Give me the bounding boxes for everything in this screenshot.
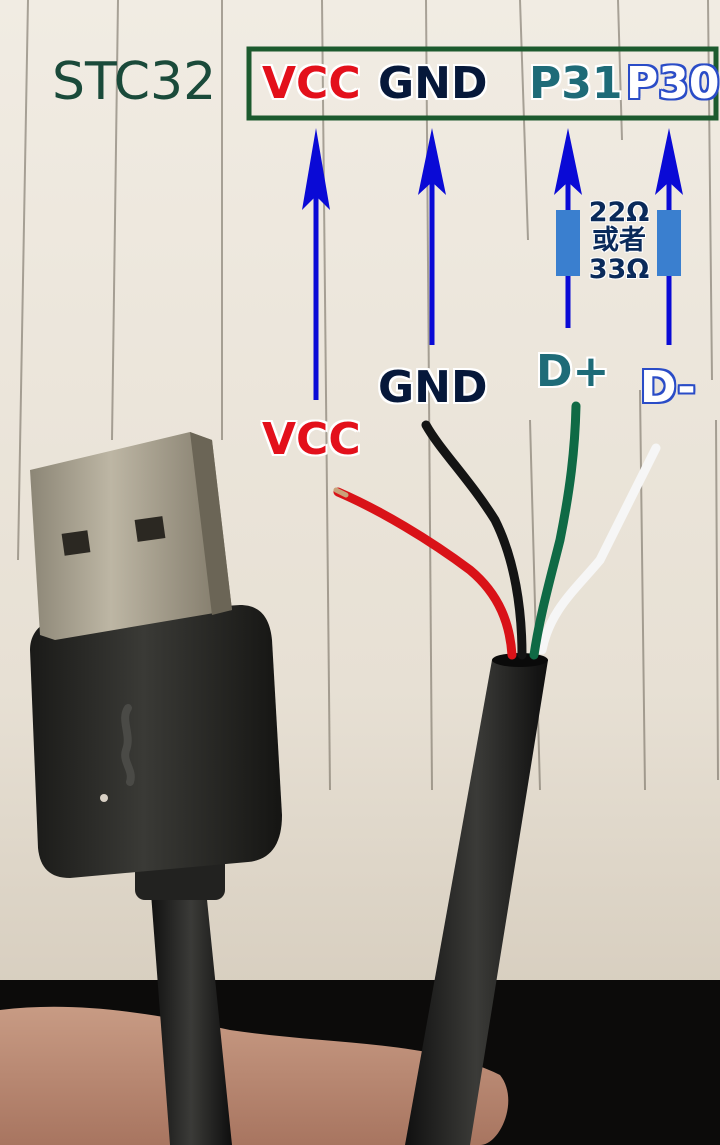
plug-cable: [150, 880, 232, 1145]
resistor-value-line1: 22Ω: [588, 197, 650, 228]
resistor-value-line2: 或者: [592, 225, 646, 257]
hand: [0, 1006, 509, 1145]
wire-label-vcc: VCC: [262, 414, 361, 465]
arrow-dplus-head: [554, 128, 582, 195]
wire-label-dminus: D-: [640, 362, 696, 413]
usb-logo: [121, 704, 135, 786]
pin-label-p31: P31: [529, 58, 623, 109]
pin-label-vcc: VCC: [262, 58, 361, 109]
arrow-dminus-head: [655, 128, 683, 195]
wire-white: [537, 443, 661, 655]
wire-black: [421, 420, 527, 660]
wire-label-gnd: GND: [378, 362, 488, 413]
resistor-dplus: [556, 210, 580, 276]
usb-shell-hole-left: [61, 530, 91, 556]
stripped-cable: [405, 660, 548, 1145]
plug-body: [30, 605, 282, 878]
pin-header-box: [246, 46, 719, 121]
usb-shell-hole-right: [134, 516, 166, 542]
resistor-value-line3: 33Ω: [588, 253, 650, 285]
resistor-value-label: 22Ω 或者 33Ω: [574, 197, 664, 285]
pin-label-gnd: GND: [378, 58, 488, 109]
resistor-dminus: [657, 210, 681, 276]
chip-name-label: STC32: [52, 52, 217, 112]
wire-red: [333, 487, 517, 660]
arrow-vcc-head: [302, 128, 330, 210]
arrow-gnd-head: [418, 128, 446, 195]
usb-metal-shell: [30, 432, 232, 640]
wire-green: [529, 401, 581, 660]
wire-label-dplus: D+: [536, 346, 610, 397]
paper-ruled-lines: [17, 0, 719, 791]
pin-label-p30: P30: [626, 58, 720, 109]
